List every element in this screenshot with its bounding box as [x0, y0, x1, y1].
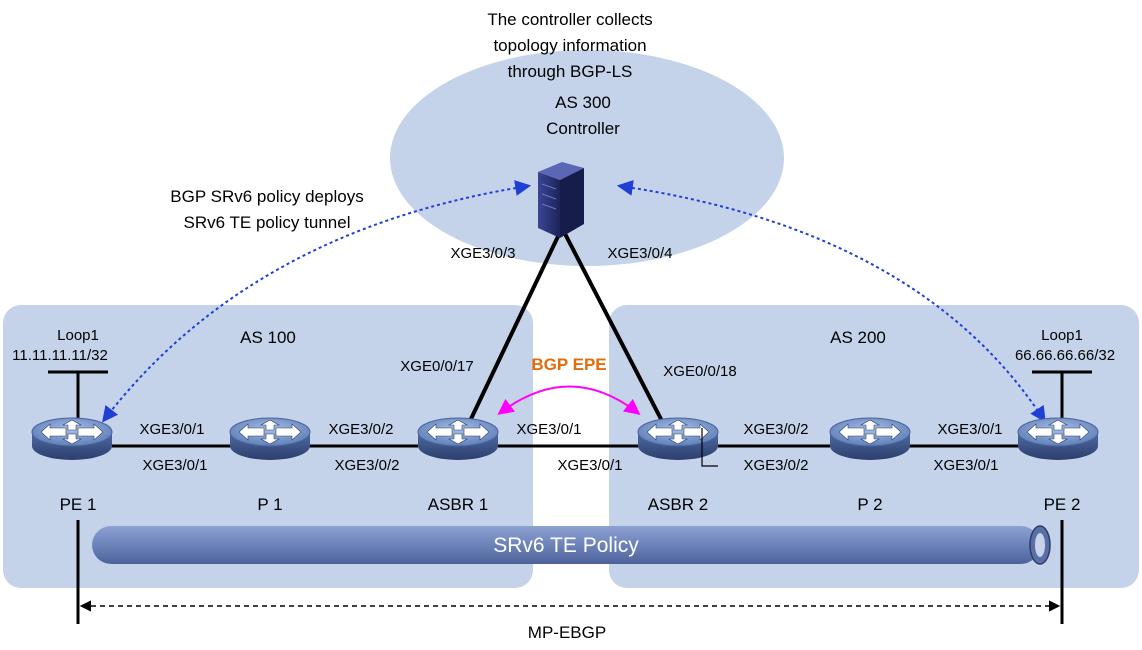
deploy-note-line-2: SRv6 TE policy tunnel	[184, 213, 351, 232]
port-controller-right: XGE3/0/4	[607, 245, 672, 262]
port-pe1-p1-upper: XGE3/0/1	[139, 421, 204, 438]
pe1-label: PE 1	[60, 495, 97, 514]
port-controller-left: XGE3/0/3	[450, 245, 515, 262]
port-asbr2-p2-lower: XGE3/0/2	[743, 457, 808, 474]
bgp-epe-label: BGP EPE	[531, 355, 606, 374]
asbr2-label: ASBR 2	[648, 495, 708, 514]
port-p2-pe2-upper: XGE3/0/1	[937, 421, 1002, 438]
deploy-note-line-1: BGP SRv6 policy deploys	[170, 187, 363, 206]
port-asbr2-p2-upper: XGE3/0/2	[743, 421, 808, 438]
as200-label: AS 200	[830, 328, 886, 347]
port-p1-asbr1-upper: XGE3/0/2	[328, 421, 393, 438]
port-asbr1-asbr2-upper: XGE3/0/1	[516, 421, 581, 438]
asbr2-router-icon[interactable]	[637, 417, 719, 461]
port-asbr1-asbr2-lower: XGE3/0/1	[557, 457, 622, 474]
pe2-router-icon[interactable]	[1017, 417, 1099, 461]
deploy-arrow-right	[616, 179, 1046, 423]
pe1-loopback-address: 11.11.11.11/32	[12, 347, 108, 364]
port-asbr1-uplink: XGE0/0/17	[400, 358, 473, 375]
controller-caption-line-2: topology information	[493, 36, 646, 55]
pe2-loopback-name: Loop1	[1041, 327, 1083, 344]
controller-server-icon[interactable]	[538, 162, 584, 238]
srv6-te-policy-tunnel: SRv6 TE Policy	[92, 525, 1051, 565]
pe1-router-icon[interactable]	[31, 417, 113, 461]
controller-caption-line-1: The controller collects	[487, 10, 652, 29]
port-asbr2-uplink: XGE0/0/18	[663, 363, 736, 380]
controller-label: Controller	[546, 119, 620, 138]
as300-region	[390, 50, 784, 266]
as100-label: AS 100	[240, 328, 296, 347]
pe2-label: PE 2	[1044, 495, 1081, 514]
port-pe1-p1-lower: XGE3/0/1	[142, 457, 207, 474]
asbr1-router-icon[interactable]	[417, 417, 499, 461]
port-p1-asbr1-lower: XGE3/0/2	[334, 457, 399, 474]
controller-caption-line-3: through BGP-LS	[508, 62, 633, 81]
p1-router-icon[interactable]	[229, 417, 311, 461]
asbr2-port-marker	[701, 428, 718, 467]
p2-label: P 2	[857, 495, 882, 514]
port-p2-pe2-lower: XGE3/0/1	[933, 457, 998, 474]
p1-label: P 1	[257, 495, 282, 514]
p2-router-icon[interactable]	[829, 417, 911, 461]
pe1-loopback-name: Loop1	[57, 327, 99, 344]
as300-label: AS 300	[555, 93, 611, 112]
pe2-loopback-address: 66.66.66.66/32	[1015, 347, 1115, 364]
mp-ebgp-label: MP-EBGP	[528, 623, 606, 642]
asbr1-label: ASBR 1	[428, 495, 488, 514]
deploy-arrow-left	[102, 180, 532, 423]
tunnel-label: SRv6 TE Policy	[493, 534, 639, 557]
